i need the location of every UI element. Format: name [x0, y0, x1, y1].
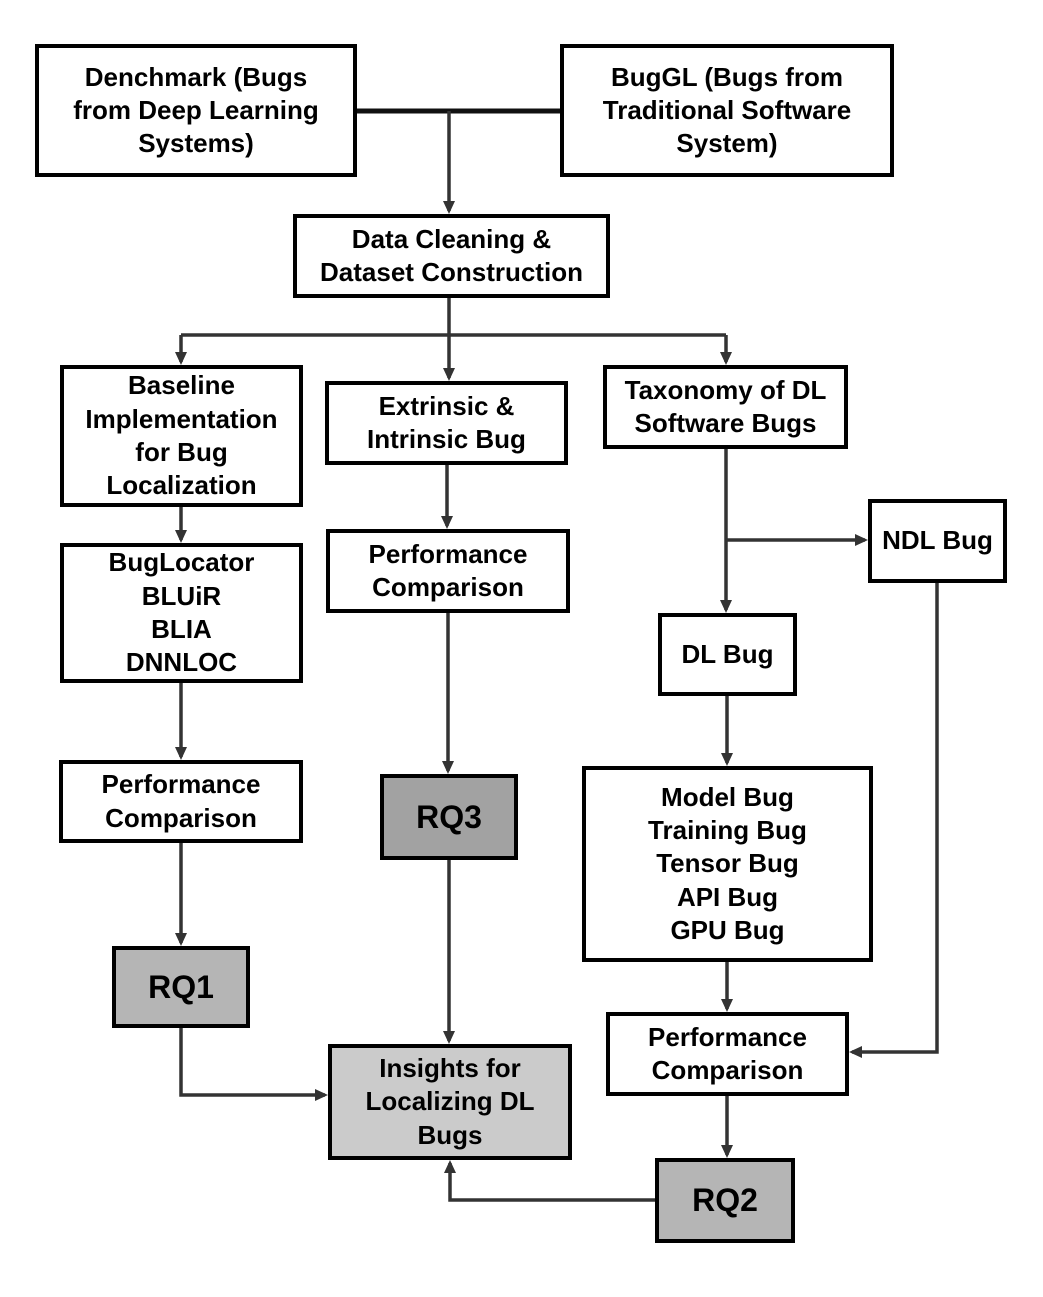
node-rq3: RQ3 — [380, 774, 518, 860]
node-extrinsic-intrinsic: Extrinsic & Intrinsic Bug — [325, 381, 568, 465]
connectors — [175, 111, 939, 1202]
node-taxonomy: Taxonomy of DL Software Bugs — [603, 365, 848, 449]
node-dl-bug: DL Bug — [658, 613, 797, 696]
node-ndl-bug: NDL Bug — [868, 499, 1007, 583]
node-rq2: RQ2 — [655, 1158, 795, 1243]
edge-rq2-insights — [444, 1160, 655, 1202]
node-bug-locators: BugLocator BLUiR BLIA DNNLOC — [60, 543, 303, 683]
node-insights: Insights for Localizing DL Bugs — [328, 1044, 572, 1160]
node-rq1: RQ1 — [112, 946, 250, 1028]
edge-ndlbug-perfright — [849, 583, 939, 1058]
node-data-cleaning: Data Cleaning & Dataset Construction — [293, 214, 610, 298]
node-denchmark: Denchmark (Bugs from Deep Learning Syste… — [35, 44, 357, 177]
node-baseline-implementation: Baseline Implementation for Bug Localiza… — [60, 365, 303, 507]
node-buggl: BugGL (Bugs from Traditional Software Sy… — [560, 44, 894, 177]
node-performance-comparison-middle: Performance Comparison — [326, 529, 570, 613]
node-performance-comparison-right: Performance Comparison — [606, 1012, 849, 1096]
edge-rq1-insights — [179, 1028, 328, 1101]
node-dl-bug-types: Model Bug Training Bug Tensor Bug API Bu… — [582, 766, 873, 962]
node-performance-comparison-left: Performance Comparison — [59, 760, 303, 843]
